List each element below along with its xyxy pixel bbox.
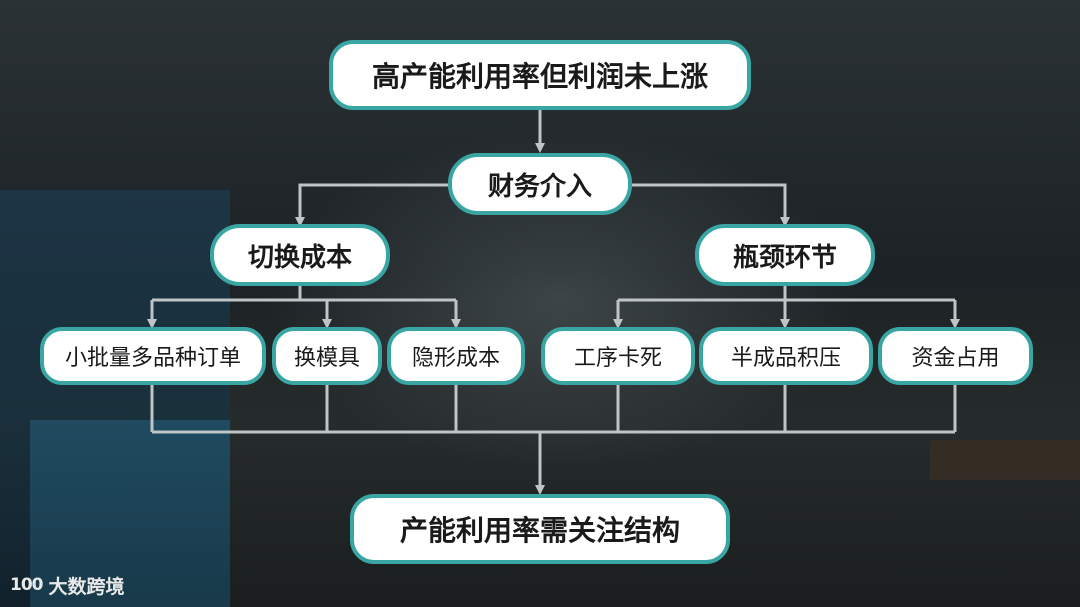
process-stuck-node: 工序卡死 [541,327,695,385]
bottleneck-node-label: 瓶颈环节 [732,242,837,273]
mold-change-node: 换模具 [272,327,382,385]
arrow-finance-to-bottleneck [632,183,790,227]
small-batch-node-label: 小批量多品种订单 [64,346,241,371]
capital-tied-node: 资金占用 [878,327,1033,385]
finance-node: 财务介入 [448,153,632,215]
brand-logo-text: 大数跨境 [48,575,125,598]
root-node-label: 高产能利用率但利润未上涨 [371,60,708,93]
switch-cost-node: 切换成本 [210,224,390,286]
arrow-finance-to-switch-cost [295,183,450,227]
background-pallet [930,440,1080,480]
brand-logo-mark: 100 [10,575,43,595]
root-node: 高产能利用率但利润未上涨 [329,40,751,110]
finance-node-label: 财务介入 [487,171,592,202]
wip-backlog-node: 半成品积压 [699,327,873,385]
bottleneck-node: 瓶颈环节 [695,224,875,286]
conclusion-node: 产能利用率需关注结构 [350,494,730,564]
capital-tied-node-label: 资金占用 [911,346,1000,371]
small-batch-node: 小批量多品种订单 [40,327,266,385]
hidden-cost-node-label: 隐形成本 [411,346,500,371]
brand-logo: 100 大数跨境 [10,570,125,600]
mold-change-node-label: 换模具 [293,346,360,371]
process-stuck-node-label: 工序卡死 [573,346,662,371]
background-machine-panel [30,420,230,607]
hidden-cost-node: 隐形成本 [387,327,525,385]
conclusion-node-label: 产能利用率需关注结构 [399,514,680,547]
switch-cost-node-label: 切换成本 [247,242,352,273]
wip-backlog-node-label: 半成品积压 [730,346,841,371]
